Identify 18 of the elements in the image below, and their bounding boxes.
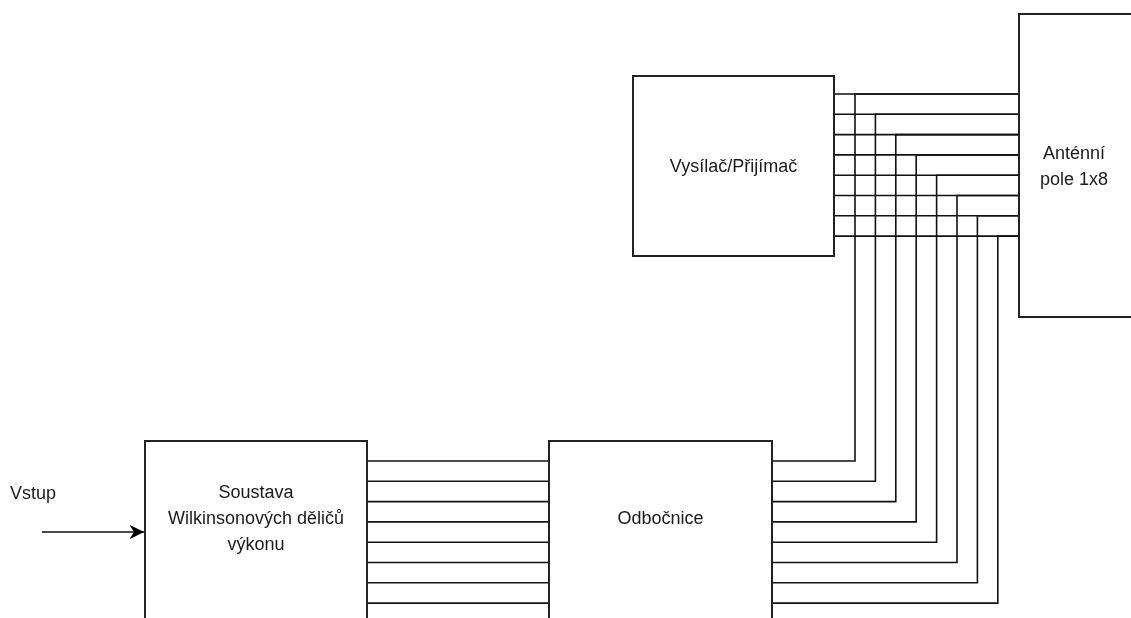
- block-box: [1018, 13, 1131, 318]
- block-label: Soustava Wilkinsonových děličů výkonu: [166, 481, 346, 556]
- signal-line: [367, 500, 549, 503]
- signal-line: [367, 460, 549, 462]
- block-label: Vysílač/Přijímač: [669, 155, 798, 178]
- signal-line: [367, 582, 549, 584]
- signal-line: [367, 480, 549, 483]
- signal-line: [367, 521, 549, 523]
- block-box: [632, 75, 835, 257]
- signal-line: [367, 602, 549, 604]
- signal-line: [367, 561, 549, 564]
- block-label: Anténní pole 1x8: [1038, 141, 1110, 191]
- signal-line: [367, 541, 549, 543]
- block-box: [144, 440, 368, 618]
- input-label: Vstup: [10, 482, 57, 505]
- block-label: Odbočnice: [617, 507, 704, 530]
- block-box: [548, 440, 773, 618]
- input-arrow: [41, 524, 145, 540]
